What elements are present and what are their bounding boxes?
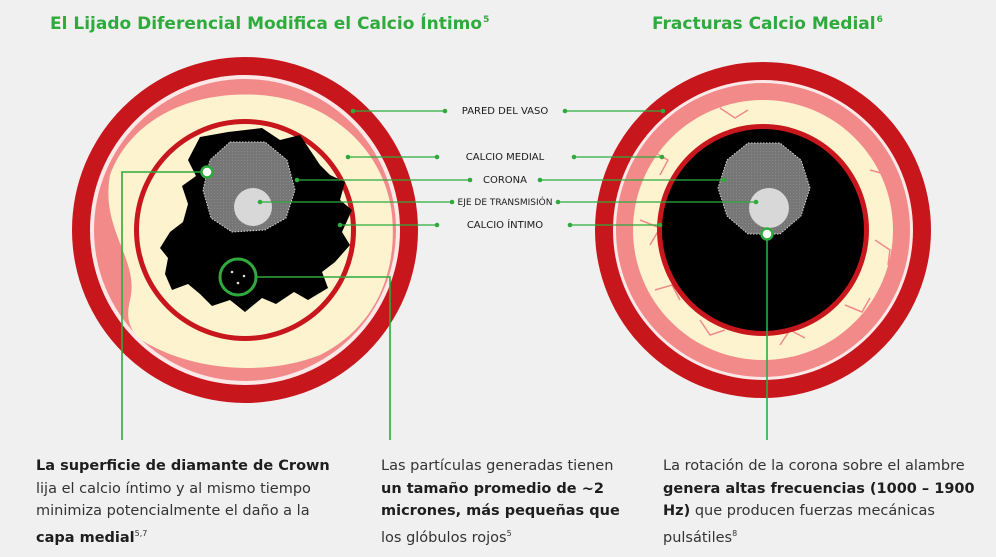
- particle-dot: [236, 281, 240, 285]
- callout-lines: [121, 171, 768, 440]
- label-crown: CORONA: [483, 175, 527, 186]
- left-diagram-title: El Lijado Diferencial Modifica el Calcio…: [50, 14, 489, 34]
- left-drive-shaft: [234, 188, 272, 226]
- caption1-bold-b: capa medial: [36, 529, 135, 546]
- caption1-bold-a: La superficie de diamante de Crown: [36, 458, 330, 474]
- caption1-ref: 5,7: [134, 528, 148, 538]
- right-title-text: Fracturas Calcio Medial: [652, 14, 876, 34]
- leader-lines: [260, 110, 756, 226]
- leader-dots: [257, 108, 759, 228]
- caption2-text-b: los glóbulos rojos: [381, 529, 507, 546]
- left-crown: [202, 141, 296, 233]
- right-crown-marker: [760, 227, 774, 241]
- center-labels: PARED DEL VASO CALCIO MEDIAL CORONA EJE …: [458, 106, 553, 231]
- left-title-text: El Lijado Diferencial Modifica el Calcio…: [50, 14, 483, 34]
- particle-dot: [230, 270, 234, 274]
- caption1-text: lija el calcio íntimo y al mismo tiempo …: [36, 480, 311, 520]
- caption3-bold: genera altas frecuencias (1000 – 1900 Hz…: [663, 480, 975, 520]
- caption3-text-b: que producen fuerzas mecánicas pulsátile…: [663, 503, 935, 546]
- label-drive-shaft: EJE DE TRANSMISIÓN: [458, 196, 553, 208]
- right-fracture-lines: [639, 104, 891, 346]
- right-vessel: [595, 62, 931, 398]
- right-diagram-title: Fracturas Calcio Medial6: [652, 14, 883, 34]
- caption3-ref: 8: [732, 528, 738, 538]
- caption-particles: Las partículas generadas tienen un tamañ…: [381, 455, 631, 549]
- caption-diamond-surface: La superficie de diamante de Crown lija …: [36, 455, 336, 549]
- left-crown-marker: [200, 165, 214, 179]
- label-medial-calcium: CALCIO MEDIAL: [466, 152, 545, 163]
- right-drive-shaft: [749, 188, 789, 228]
- left-vessel: [72, 57, 418, 403]
- caption2-bold: un tamaño promedio de ~2 micrones, más p…: [381, 480, 620, 520]
- caption2-text-a: Las partículas generadas tienen: [381, 458, 614, 474]
- caption-rotation: La rotación de la corona sobre el alambr…: [663, 455, 993, 549]
- caption2-ref: 5: [506, 528, 512, 538]
- left-title-ref: 5: [483, 15, 490, 25]
- label-vessel-wall: PARED DEL VASO: [462, 106, 549, 117]
- particle-dot: [242, 274, 246, 278]
- caption3-text-a: La rotación de la corona sobre el alambr…: [663, 458, 965, 474]
- right-title-ref: 6: [876, 15, 883, 25]
- label-intimal-calcium: CALCIO ÍNTIMO: [467, 218, 543, 231]
